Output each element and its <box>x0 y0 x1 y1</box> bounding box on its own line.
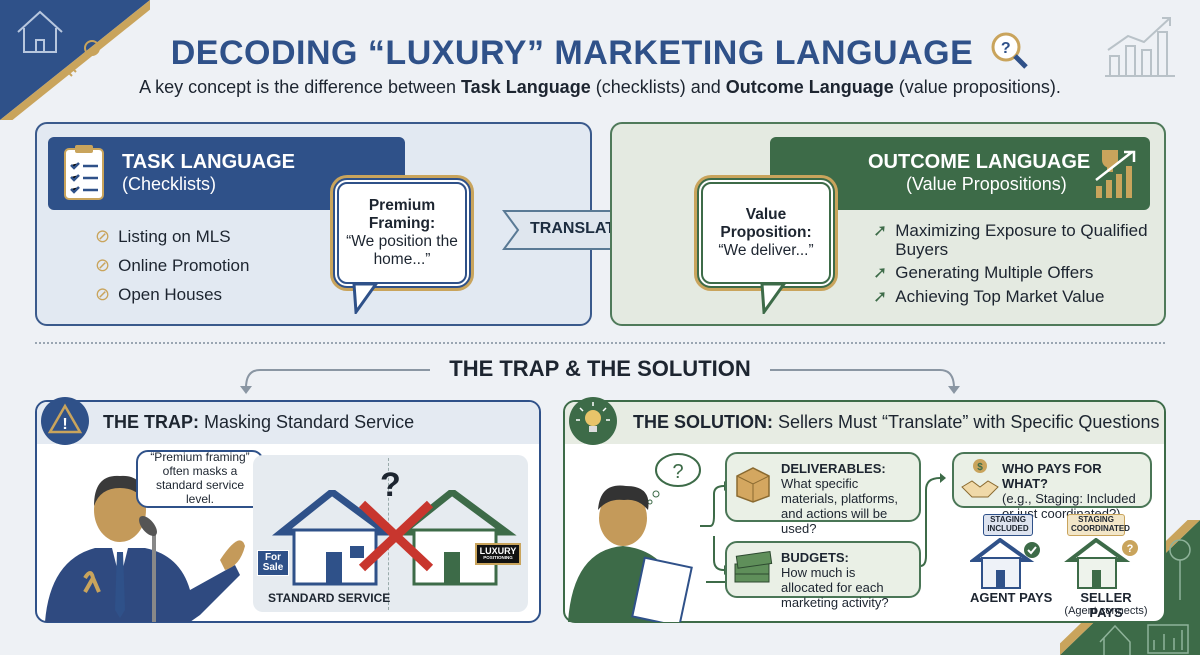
svg-text:?: ? <box>672 461 683 483</box>
chart-icon <box>1147 624 1189 654</box>
divider <box>35 342 1165 344</box>
value-proposition-bubble: Value Proposition:“We deliver...” <box>697 178 835 288</box>
task-heading: TASK LANGUAGE <box>122 151 295 173</box>
house-comparison <box>272 490 517 586</box>
key-icon <box>1169 539 1191 600</box>
outcome-heading: OUTCOME LANGUAGE <box>868 151 1091 173</box>
seller-pays-label: SELLER PAYS <box>1080 590 1132 620</box>
cash-stack-icon <box>734 550 773 583</box>
arrow-up-right-icon: ➚ <box>873 263 888 283</box>
title-text: DECODING “LUXURY” MARKETING LANGUAGE <box>170 34 974 72</box>
premium-framing-bubble: Premium Framing:“We position the home...… <box>333 178 471 288</box>
corner-decoration-top-left <box>0 0 150 120</box>
task-list: ⊘Listing on MLS ⊘Online Promotion ⊘Open … <box>95 226 249 305</box>
outcome-list: ➚Maximizing Exposure to Qualified Buyers… <box>873 221 1153 307</box>
page-title: DECODING “LUXURY” MARKETING LANGUAGE ? <box>0 30 1200 73</box>
trap-title: THE TRAP: Masking Standard Service <box>103 412 415 432</box>
staging-included-tag: STAGING INCLUDED <box>983 514 1033 536</box>
task-subheading: (Checklists) <box>122 174 217 194</box>
deliverables-card: DELIVERABLES:What specific materials, pl… <box>725 452 921 536</box>
seller-pays-sublabel: (Agent connects) <box>1064 605 1148 617</box>
solution-title: THE SOLUTION: Sellers Must “Translate” w… <box>633 412 1160 432</box>
check-circle-icon: ⊘ <box>95 255 111 275</box>
outcome-subheading: (Value Propositions) <box>906 174 1067 194</box>
outcome-item: ➚Achieving Top Market Value <box>873 287 1105 307</box>
growth-chart-icon <box>1105 17 1175 77</box>
arrow-up-right-icon: ➚ <box>873 287 888 307</box>
task-item: ⊘Open Houses <box>95 284 223 304</box>
staging-coordinated-tag: STAGING COORDINATED <box>1067 514 1130 536</box>
handshake-dollar-icon: $ <box>961 459 999 498</box>
speaker-illustration <box>45 475 245 622</box>
svg-text:!: ! <box>62 416 67 433</box>
magnifier-question-icon: ? <box>991 32 1029 69</box>
box-icon <box>736 467 770 503</box>
red-x-icon <box>358 500 434 572</box>
trophy-growth-icon <box>1095 150 1136 198</box>
bubble-tail <box>760 284 786 314</box>
green-house-icon <box>392 490 517 586</box>
outcome-item: ➚Generating Multiple Offers <box>873 263 1094 283</box>
section-title: THE TRAP & THE SOLUTION <box>449 356 751 381</box>
staging-houses: ? <box>970 538 1138 589</box>
svg-text:$: $ <box>977 462 983 473</box>
budgets-card: BUDGETS:How much is allocated for each m… <box>725 541 921 610</box>
lightbulb-icon <box>569 397 617 445</box>
subtitle: A key concept is the difference between … <box>139 77 1061 97</box>
standard-service-label: STANDARD SERVICE <box>268 591 391 605</box>
house-icon <box>1099 624 1131 655</box>
outcome-item: ➚Maximizing Exposure to Qualified Buyers <box>873 221 1148 259</box>
section-arrows <box>240 369 960 394</box>
question-mark: ? <box>380 466 401 504</box>
agent-pays-label: AGENT PAYS <box>970 590 1053 605</box>
svg-text:?: ? <box>1001 40 1011 57</box>
house-icon <box>17 10 63 53</box>
task-item: ⊘Online Promotion <box>95 255 250 275</box>
check-circle-icon: ⊘ <box>95 226 111 246</box>
agent-house-icon <box>970 538 1035 589</box>
for-sale-sign: For Sale <box>257 550 289 576</box>
key-icon <box>65 40 100 77</box>
trap-quote-bubble: “Premium framing” often masks a standard… <box>136 450 264 508</box>
arrow-up-right-icon: ➚ <box>873 221 888 240</box>
warning-icon: ! <box>41 397 89 445</box>
check-icon <box>1027 546 1037 555</box>
svg-text:?: ? <box>1127 543 1134 555</box>
check-circle-icon: ⊘ <box>95 284 111 304</box>
bubble-tail <box>352 284 378 314</box>
clipboard-checklist-icon <box>64 145 104 200</box>
task-item: ⊘Listing on MLS <box>95 226 231 246</box>
seller-house-icon <box>1064 538 1131 589</box>
seller-illustration: ? <box>568 453 728 622</box>
